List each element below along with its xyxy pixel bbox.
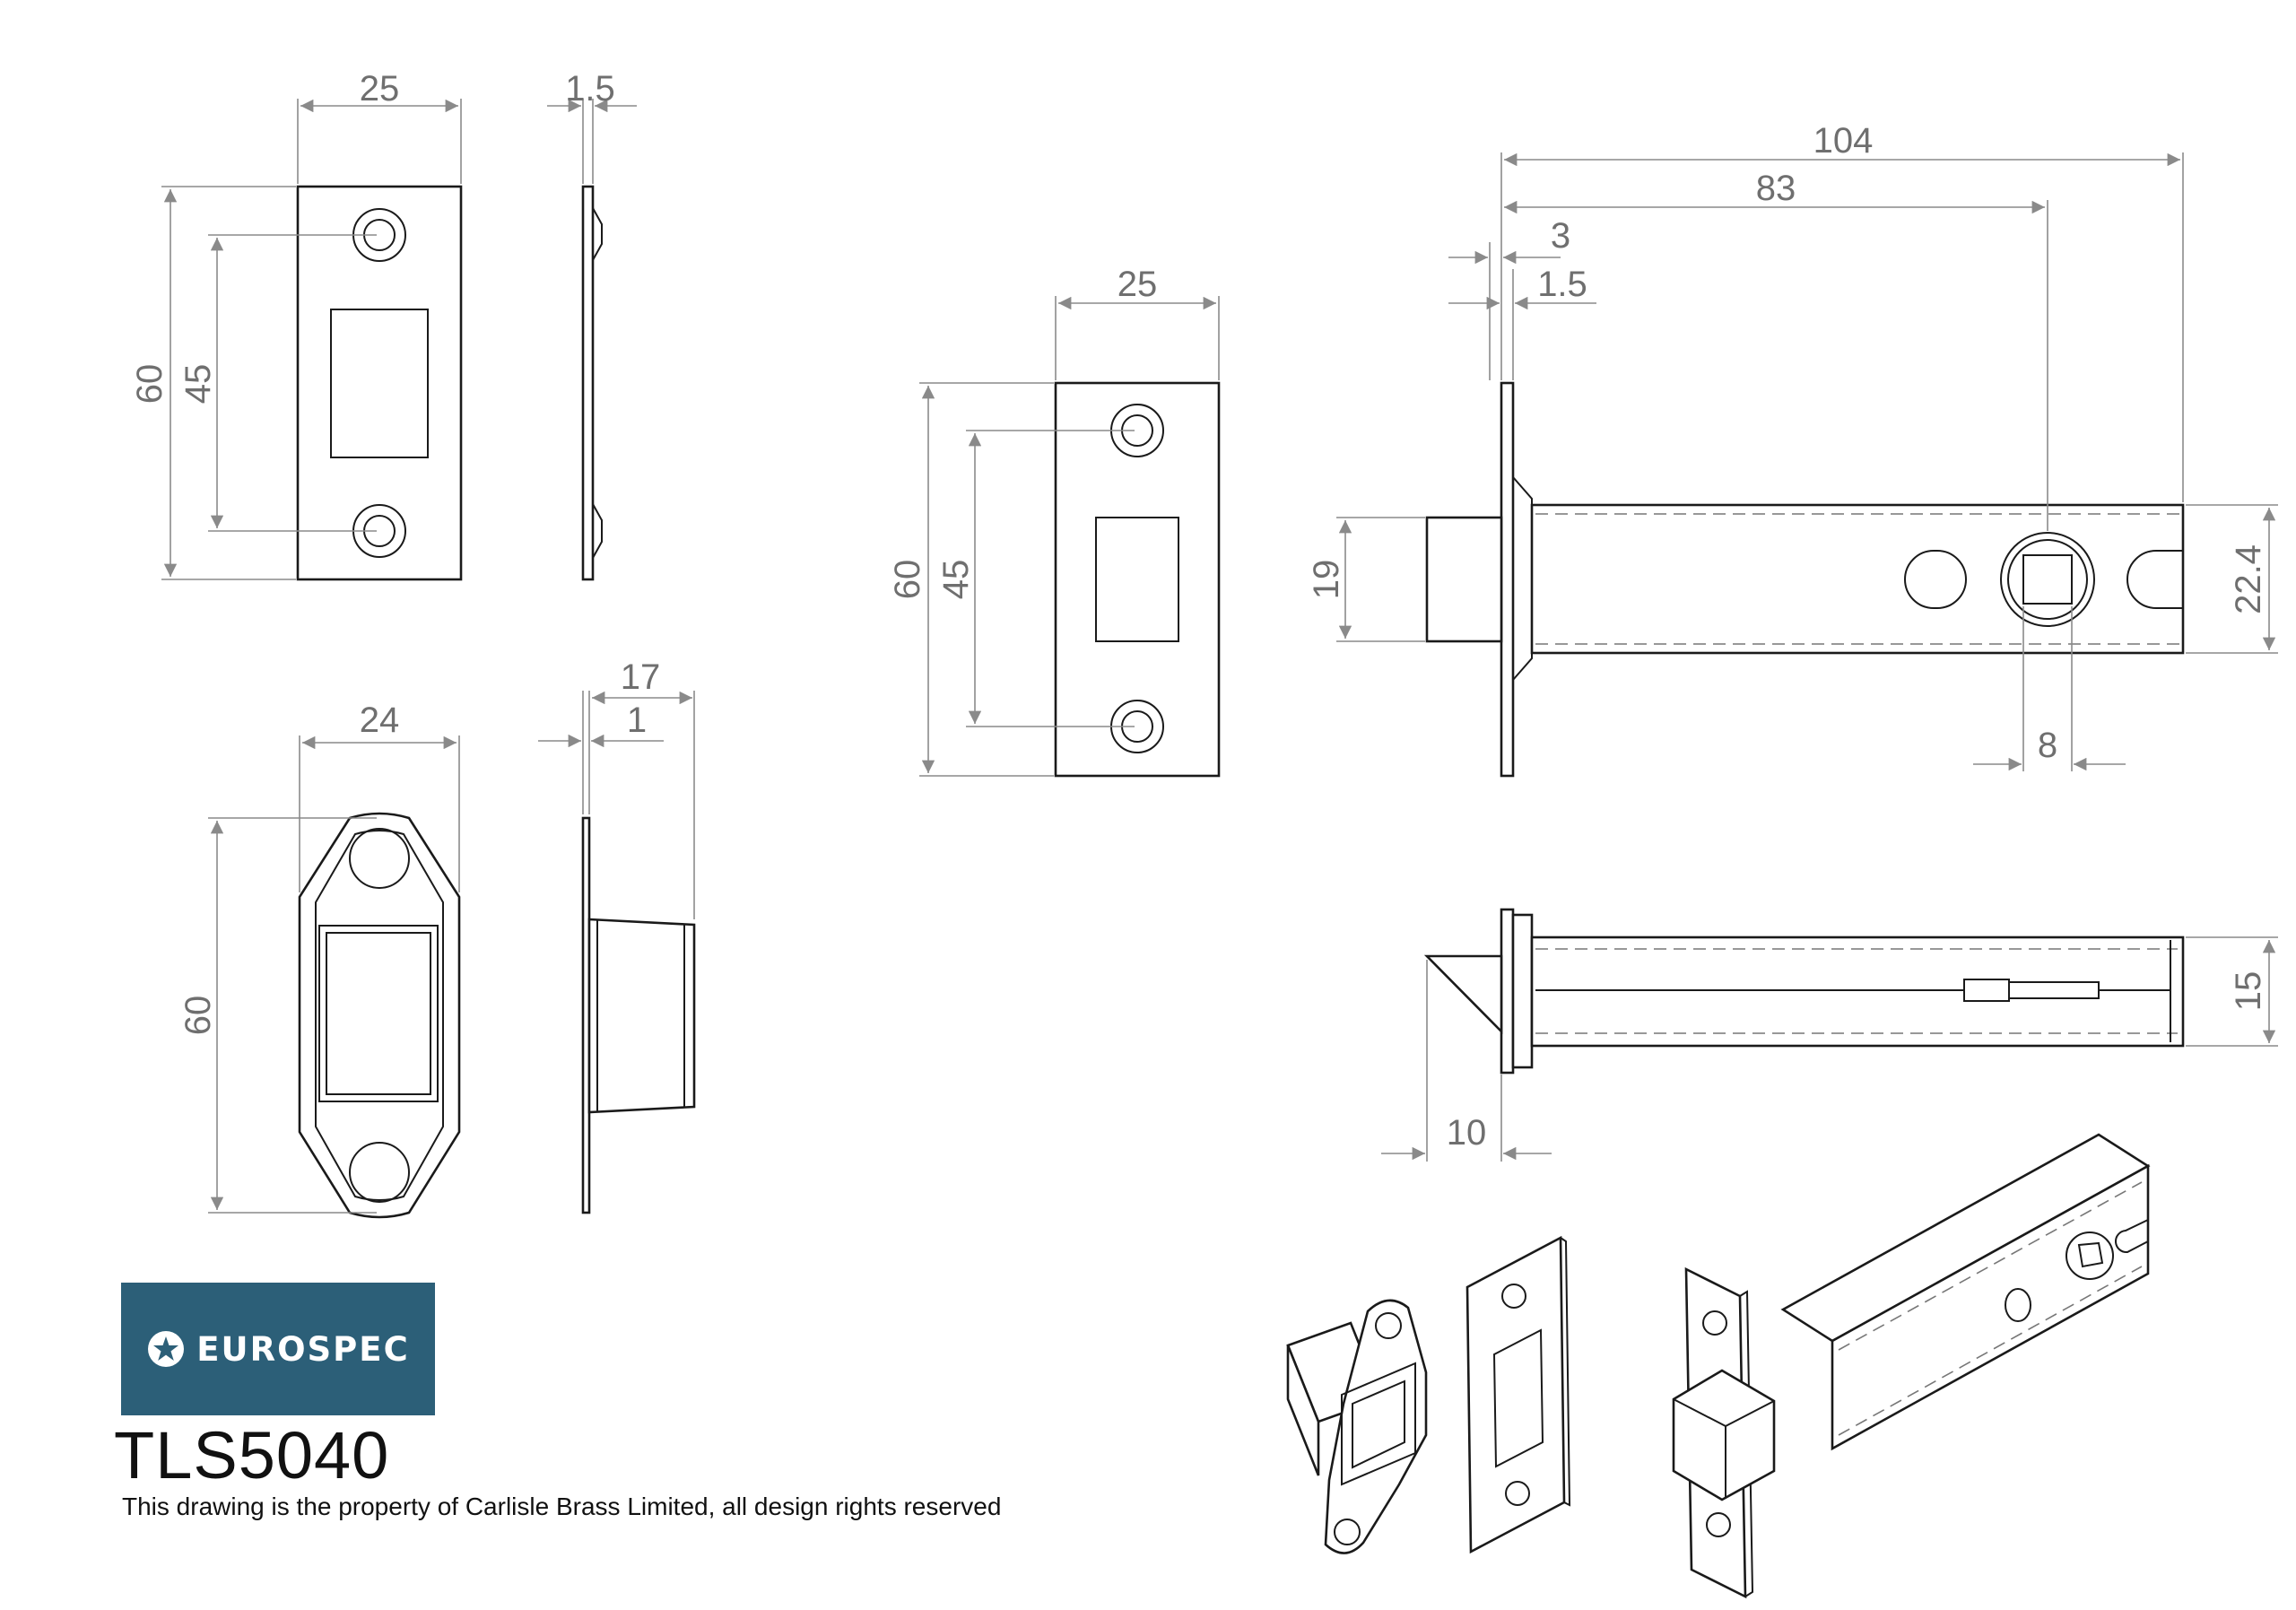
strike-plate-side-view: 1.5 [547, 69, 637, 581]
striker-box-isometric [1286, 1299, 1428, 1554]
strike-plate-pitch-label: 45 [178, 364, 218, 405]
striker-box-width-label: 24 [360, 701, 400, 740]
forend-height-label: 60 [888, 560, 927, 600]
latch-overall-length-label: 104 [1813, 121, 1874, 161]
latch-forend-offset-label: 3 [1551, 216, 1570, 256]
latch-bolt-height-label: 19 [1307, 560, 1346, 600]
forend-isometric [1465, 1235, 1571, 1554]
strike-plate-width-label: 25 [360, 69, 400, 109]
striker-box-height-label: 60 [178, 996, 218, 1036]
strike-plate-front-view: 25 60 45 [130, 69, 463, 581]
forend-width-label: 25 [1118, 265, 1158, 304]
striker-box-side-view: 17 1 [538, 657, 696, 1214]
forend-front-view: 25 60 45 [888, 265, 1221, 778]
brand-name: EUROSPEC [196, 1329, 410, 1369]
forend-pitch-label: 45 [936, 560, 976, 600]
brand-logo: EUROSPEC [121, 1283, 435, 1415]
striker-box-flange-label: 1 [627, 701, 647, 740]
latch-backset-label: 83 [1756, 169, 1796, 208]
spindle-size-label: 8 [2038, 726, 2057, 765]
latch-case-height-label: 22.4 [2229, 544, 2268, 614]
star-badge-icon [148, 1331, 185, 1367]
latch-side-view: 104 83 3 1.5 19 22.4 8 [1307, 121, 2278, 778]
model-number: TLS5040 [114, 1418, 390, 1493]
latch-forend-thickness-label: 1.5 [1537, 265, 1587, 304]
latch-plan-view: 15 10 [1381, 908, 2278, 1162]
copyright-notice: This drawing is the property of Carlisle… [122, 1493, 1002, 1520]
strike-plate-height-label: 60 [130, 364, 170, 405]
tubular-latch-isometric [1672, 1133, 2151, 1599]
striker-box-depth-label: 17 [621, 657, 661, 697]
strike-plate-thickness-label: 1.5 [565, 69, 615, 109]
striker-box-front-view: 24 60 [178, 701, 461, 1219]
latch-bolt-projection-label: 10 [1447, 1113, 1487, 1153]
latch-case-thickness-label: 15 [2229, 971, 2268, 1012]
